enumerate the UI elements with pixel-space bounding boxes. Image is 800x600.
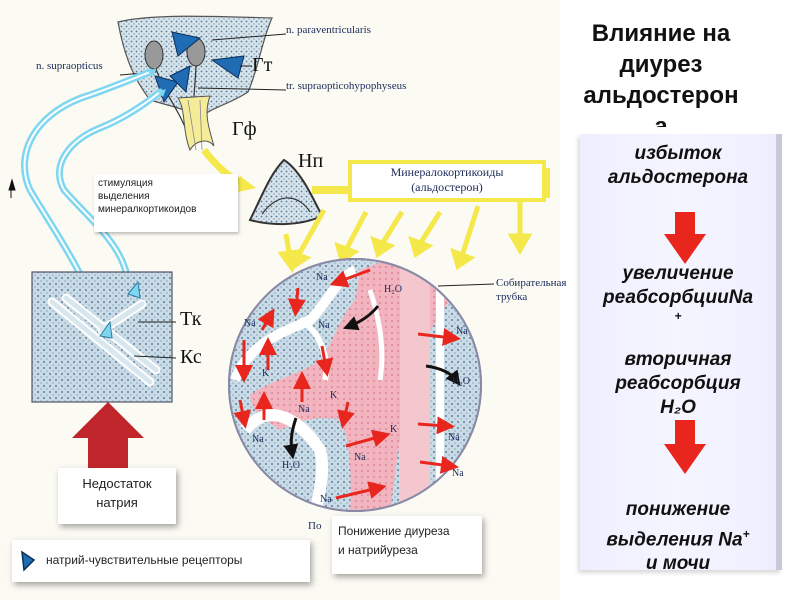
label-mineralocorticoids: Минералокортикоиды (альдостерон) bbox=[352, 165, 542, 195]
na-flow-arrow bbox=[337, 401, 355, 429]
slide-title: Влияние на диурез альдостерон а bbox=[552, 18, 770, 127]
legend-receptors-label: натрий-чувствительные рецепторы bbox=[46, 553, 243, 567]
caption-stimulation-line3: минералкортикоидов bbox=[98, 204, 197, 215]
ion-na: Na bbox=[318, 320, 330, 331]
label-gt: Гт bbox=[252, 54, 273, 76]
down-arrow-icon bbox=[664, 212, 706, 264]
na-flow-arrow bbox=[417, 328, 461, 346]
ion-na: Na bbox=[244, 318, 256, 329]
label-paraventricularis: n. paraventricularis bbox=[286, 24, 371, 36]
label-collecting-duct: Собирательная трубка bbox=[496, 276, 566, 304]
label-mineralocorticoids-line2: (альдостерон) bbox=[411, 180, 483, 194]
blue-triangle-icon bbox=[21, 550, 36, 572]
ion-na: Na bbox=[354, 452, 366, 463]
panel-block-reabsorption-line2: реабсорбцииNa bbox=[602, 287, 754, 308]
ion-k: K bbox=[330, 390, 338, 401]
panel-block-decrease-line1: понижение bbox=[625, 499, 731, 520]
sodium-deficit-arrow bbox=[72, 402, 144, 476]
title-line-2: диурез bbox=[619, 51, 703, 78]
ion-h2o: H₂O bbox=[282, 460, 300, 471]
ion-k: K bbox=[390, 424, 398, 435]
panel-block-reabsorption-sup: + bbox=[674, 309, 682, 323]
panel-block-decrease-sup: + bbox=[742, 527, 750, 541]
panel-block-excess: избыток альдостерона bbox=[580, 142, 776, 190]
adrenal-gland bbox=[248, 158, 324, 226]
right-panel bbox=[580, 134, 782, 570]
ion-h2o: H₂O bbox=[384, 284, 402, 295]
caption-diuresis-line2: и натрийуреза bbox=[338, 543, 418, 557]
ion-h2o: H₂O bbox=[452, 376, 470, 387]
receptor-triangle bbox=[171, 31, 202, 57]
receptor-triangle bbox=[99, 320, 113, 339]
label-np: Нп bbox=[298, 150, 324, 172]
title-line-4: а bbox=[654, 113, 668, 127]
na-flow-arrow bbox=[335, 481, 387, 500]
label-mineralocorticoids-line1: Минералокортикоиды bbox=[390, 165, 504, 179]
caption-stimulation: стимуляция выделения минералкортикоидов bbox=[94, 174, 238, 232]
caption-sodium-deficit-line1: Недостаток bbox=[82, 476, 152, 491]
na-flow-arrow bbox=[417, 416, 455, 435]
caption-diuresis: Понижение диуреза и натрийуреза bbox=[332, 516, 482, 574]
caption-stimulation-line1: стимуляция bbox=[98, 178, 153, 189]
water-flow-arrow bbox=[343, 305, 380, 331]
panel-block-secondary-line2: реабсорбция bbox=[615, 373, 741, 394]
na-flow-arrow bbox=[257, 308, 275, 331]
label-collecting-duct-line1: Собирательная bbox=[496, 277, 567, 289]
ion-na: Na bbox=[452, 468, 464, 479]
mineralocorticoids-box bbox=[348, 160, 546, 202]
panel-block-secondary: вторичная реабсорбция H₂O bbox=[580, 348, 776, 420]
panel-block-decrease: понижение выделения Na+ и мочи bbox=[580, 498, 776, 576]
label-ks: Кс bbox=[180, 346, 202, 368]
panel-block-reabsorption: увеличение реабсорбцииNa + bbox=[580, 262, 776, 322]
panel-block-excess-line1: избыток bbox=[634, 143, 722, 164]
caption-sodium-deficit-line2: натрия bbox=[96, 495, 138, 510]
panel-block-excess-line2: альдостерона bbox=[607, 167, 749, 188]
na-flow-arrow bbox=[233, 399, 252, 429]
label-gf: Гф bbox=[232, 118, 257, 140]
water-flow-arrow bbox=[283, 417, 299, 460]
caption-stimulation-line2: выделения bbox=[98, 191, 150, 202]
na-flow-arrow bbox=[315, 345, 334, 377]
panel-block-decrease-line2-text: выделения Na bbox=[606, 529, 743, 551]
panel-block-secondary-line3: H₂O bbox=[660, 397, 696, 418]
water-flow-arrow bbox=[425, 364, 461, 386]
receptor-triangle bbox=[169, 65, 191, 94]
title-line-1: Влияние на bbox=[591, 20, 731, 47]
label-po: По bbox=[308, 520, 322, 532]
panel-block-decrease-line3: и мочи bbox=[645, 553, 711, 575]
ion-na: Na bbox=[448, 432, 460, 443]
ion-na: Na bbox=[252, 434, 264, 445]
yellow-hormone-arrows bbox=[277, 200, 533, 274]
panel-block-reabsorption-line1: увеличение bbox=[622, 263, 734, 284]
panel-block-decrease-line2: выделения Na+ bbox=[580, 522, 776, 552]
na-flow-arrow bbox=[419, 455, 459, 474]
label-tk: Тк bbox=[180, 308, 202, 330]
ion-na: Na bbox=[456, 326, 468, 337]
pituitary-stalk bbox=[177, 95, 215, 152]
na-flow-arrow bbox=[287, 287, 306, 317]
ion-na: Na bbox=[320, 494, 332, 505]
panel-block-secondary-line1: вторичная bbox=[624, 349, 732, 370]
legend-receptors: натрий-чувствительные рецепторы bbox=[12, 540, 310, 582]
ion-na: Na bbox=[316, 272, 328, 283]
receptor-triangle bbox=[127, 280, 141, 299]
na-flow-arrow bbox=[345, 429, 391, 448]
caption-diuresis-line1: Понижение диуреза bbox=[338, 524, 450, 538]
ion-k: K bbox=[262, 368, 270, 379]
receptor-triangle bbox=[210, 55, 245, 79]
na-flow-arrow bbox=[329, 268, 371, 288]
label-collecting-duct-line2: трубка bbox=[496, 291, 528, 303]
ion-na: Na bbox=[298, 404, 310, 415]
title-line-3: альдостерон bbox=[583, 82, 739, 109]
label-tract: tr. supraopticohypophyseus bbox=[286, 80, 407, 92]
down-arrow-icon bbox=[664, 420, 706, 474]
caption-sodium-deficit: Недостаток натрия bbox=[58, 468, 176, 524]
label-supraopticus: n. supraopticus bbox=[36, 60, 103, 72]
